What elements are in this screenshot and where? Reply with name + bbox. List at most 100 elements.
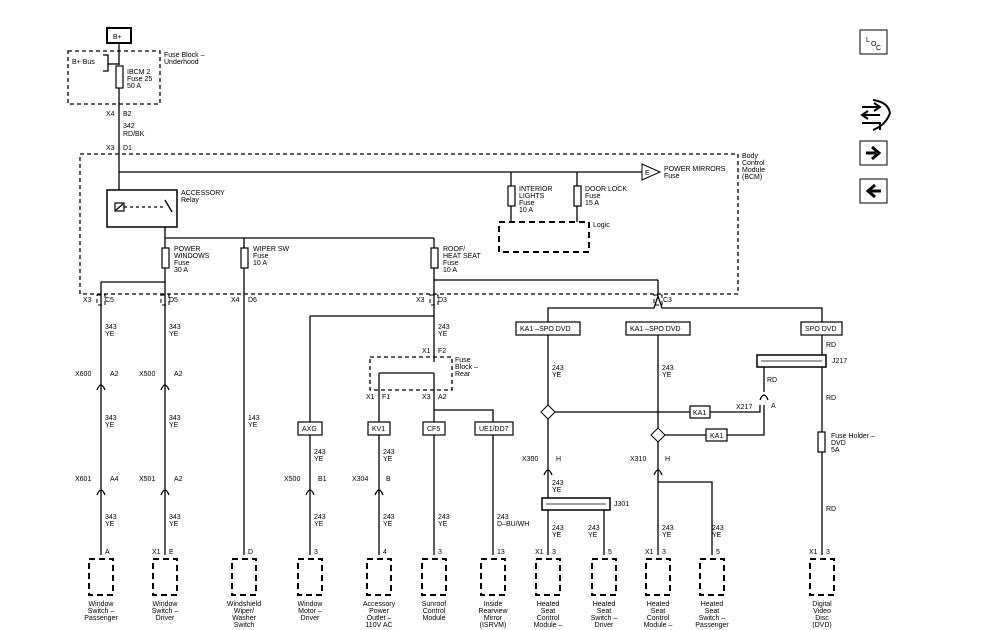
wiper-sw-fuse [240,247,249,269]
option-cf5-label: CF5 [427,426,440,433]
pin-label: A [771,403,776,410]
component-name-line: Rearview [478,608,508,615]
component-name-line: Window [298,601,324,608]
wire-label: 243 [497,514,509,521]
wire-color-label: YE [105,422,115,429]
wire-label: 243 [552,525,564,532]
wire-color-label: YE [383,456,393,463]
component-name-line: Heated [593,601,616,608]
wire-color-label: YE [383,521,393,528]
component-pin-label: D [248,549,253,556]
pin-label: F1 [382,394,390,401]
wire-label: 243 [662,365,674,372]
option-label: KA1 [710,433,723,440]
wire-color-label: RD [826,395,836,402]
component-box [699,558,725,596]
wire-color-label: YE [588,532,598,539]
logic-label: Logic [593,222,610,229]
component-pin-label: 4 [383,549,387,556]
component-name-line: Outlet – [367,615,392,622]
pin-label: A2 [110,371,119,378]
component-name-line: (DVD) [812,622,831,629]
component-name-line: Switch – [699,615,726,622]
wire-color-label: D–BU/WH [497,521,529,528]
loc-icon-text: L [866,37,870,44]
fuse-block-underhood-label: Fuse Block –Underhood [164,52,205,66]
wire-label: 243 [438,514,450,521]
wire-label: 243 [314,449,326,456]
component-name-line: Power [369,608,390,615]
fuse-holder-dvd [817,431,826,453]
component-name-line: Heated [537,601,560,608]
splice-j301-label: J301 [614,501,629,508]
wire-label: 343 [105,324,117,331]
component-name-line: Accessory [363,601,396,608]
component-name-line: Window [153,601,179,608]
component-conn-label: X1 [152,549,161,556]
option-kv1-label: KV1 [372,426,385,433]
wire-color-label: YE [169,521,179,528]
component-name-line: Sunroof [422,601,447,608]
component-box [366,558,392,596]
component-box [591,558,617,596]
component-name-line: Seat [597,608,611,615]
pin-c3-label: C3 [663,297,672,304]
pin-label: A2 [174,476,183,483]
component-pin-label: 13 [497,549,505,556]
wire-color-label: YE [438,521,448,528]
pin-label: H [665,456,670,463]
location-view-icon[interactable]: L O C [859,29,888,55]
wire-label: 343 [169,514,181,521]
pin-label: B1 [318,476,327,483]
component-conn-label: X1 [535,549,544,556]
conn-x500b-label: X500 [284,476,300,483]
conn-x601-label: X601 [75,476,91,483]
wire-label: 143 [248,415,260,422]
component-name-line: Disc [815,615,829,622]
wire-label: 343 [105,415,117,422]
connector-view-icon[interactable] [860,99,892,131]
component-name-line: Module – [534,622,563,629]
option-label: KA1 [693,410,706,417]
wire-color-label: RD [767,377,777,384]
component-pin-label: 5 [716,549,720,556]
component-conn-label: X1 [645,549,654,556]
component-name-line: Driver [301,615,320,622]
component-pin-label: E [169,549,174,556]
back-arrow-icon[interactable] [859,178,888,204]
component-name-line: Switch – [591,615,618,622]
component-name-line: Control [537,615,560,622]
splice-j217-label: J217 [832,358,847,365]
option-ue1-dd7-label: UE1/DD7 [479,426,509,433]
conn-x304-label: X304 [352,476,368,483]
component-name-line: Inside [484,601,503,608]
wire-label: 243 [552,365,564,372]
svg-text:O: O [871,41,877,48]
component-conn-label: X1 [809,549,818,556]
conn-x3a-label: X3 [83,297,92,304]
component-name-line: Module – [644,622,673,629]
component-name-line: Seat [705,608,719,615]
conn-x217-label: X217 [736,404,752,411]
component-name-line: Switch [234,622,255,629]
conn-x500-label: X500 [139,371,155,378]
component-name-line: Module [423,615,446,622]
component-name-line: Washer [232,615,257,622]
next-arrow-icon[interactable] [859,140,888,166]
wire-label: 243 [552,480,564,487]
wire-color-label: YE [169,331,179,338]
pin-label: B [386,476,391,483]
pin-d6-label: D6 [248,297,257,304]
